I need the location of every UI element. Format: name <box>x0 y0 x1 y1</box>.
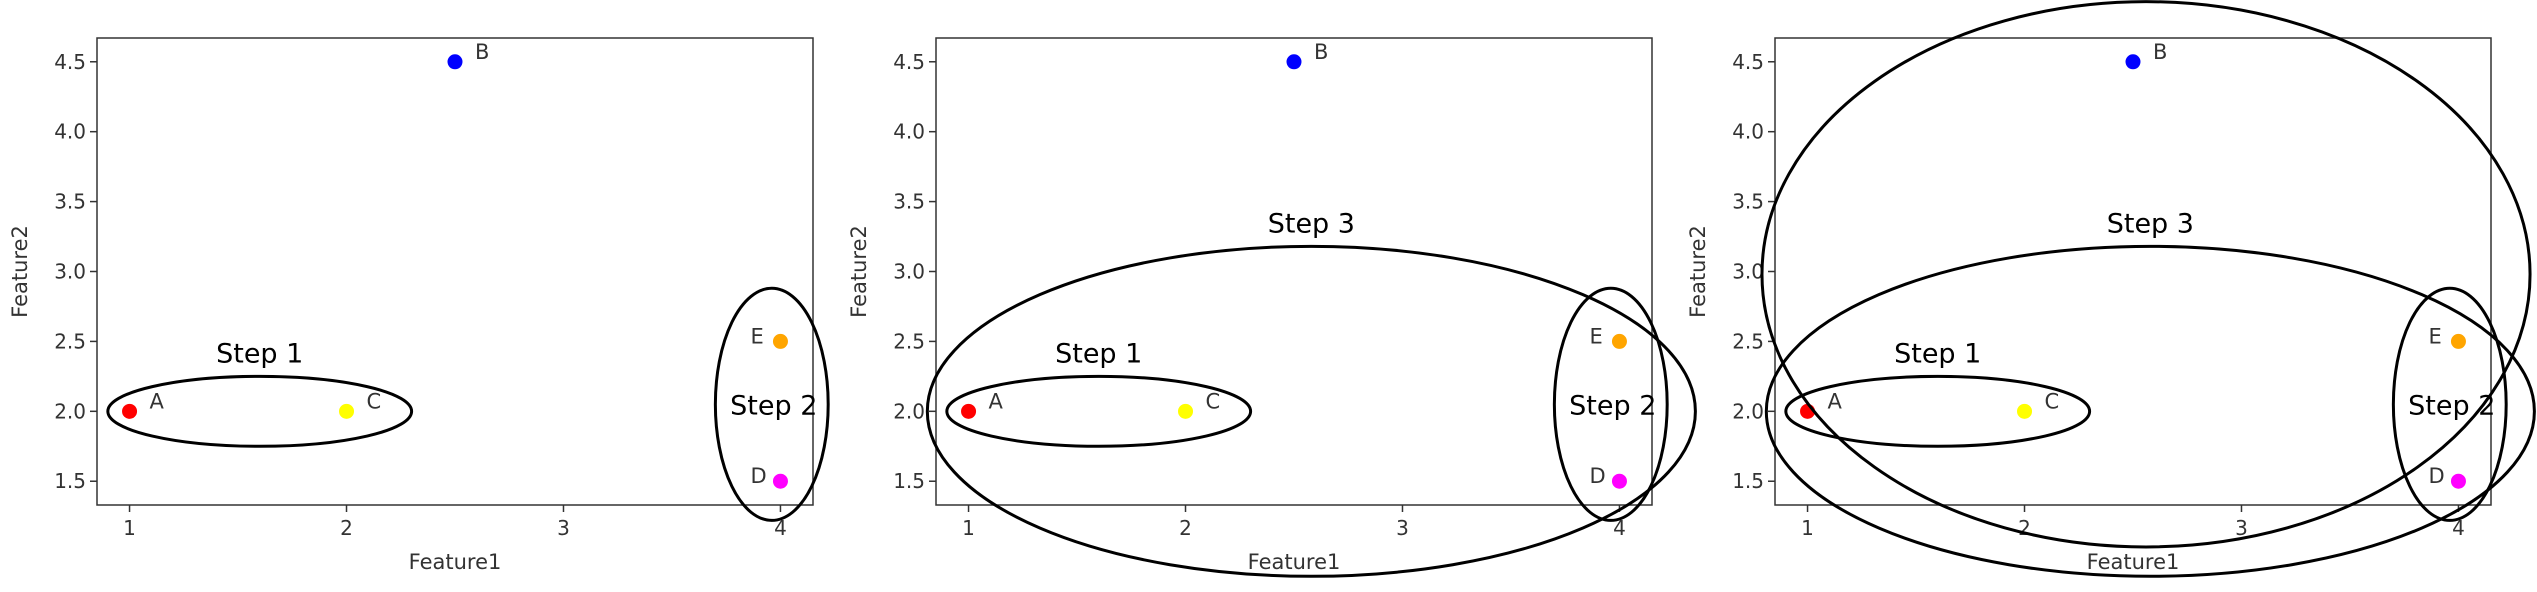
point-label-d: D <box>2428 464 2444 488</box>
y-axis-label: Feature2 <box>847 225 871 318</box>
y-axis-label: Feature2 <box>8 225 32 318</box>
cluster-ellipse-step-1 <box>945 374 1253 448</box>
y-tick-label: 2.5 <box>54 329 86 353</box>
y-tick-label: 4.0 <box>54 120 86 144</box>
x-axis-label: Feature1 <box>2087 550 2180 574</box>
point-a <box>122 403 138 419</box>
cluster-ellipse-step-2 <box>1552 286 1669 522</box>
point-b <box>447 54 463 70</box>
y-tick-label: 4.0 <box>1732 120 1764 144</box>
point-b <box>2125 54 2141 70</box>
point-a <box>961 403 977 419</box>
y-tick-label: 4.5 <box>1732 50 1764 74</box>
point-b <box>1286 54 1302 70</box>
y-tick-label: 2.5 <box>893 329 925 353</box>
y-tick-label: 4.5 <box>893 50 925 74</box>
cluster-ellipse-step-4 <box>1760 0 2532 549</box>
point-e <box>1611 333 1627 349</box>
x-tick-label: 2 <box>340 516 353 540</box>
point-label-a: A <box>1828 389 1843 413</box>
y-tick-label: 4.5 <box>54 50 86 74</box>
point-label-c: C <box>2045 389 2060 413</box>
y-tick-label: 3.0 <box>893 260 925 284</box>
point-c <box>2017 403 2033 419</box>
point-label-b: B <box>475 40 489 64</box>
y-tick-label: 1.5 <box>1732 469 1764 493</box>
y-tick-label: 3.5 <box>893 190 925 214</box>
y-tick-label: 4.0 <box>893 120 925 144</box>
point-d <box>2450 473 2466 489</box>
point-label-c: C <box>1206 389 1221 413</box>
x-tick-label: 3 <box>2235 516 2248 540</box>
cluster-label-step-1: Step 1 <box>1055 338 1142 369</box>
point-label-b: B <box>2153 40 2167 64</box>
y-tick-label: 2.5 <box>1732 329 1764 353</box>
y-tick-label: 2.0 <box>54 399 86 423</box>
x-tick-label: 1 <box>123 516 136 540</box>
point-c <box>1178 403 1194 419</box>
y-axis-label: Feature2 <box>1686 225 1710 318</box>
cluster-ellipse-step-2 <box>2391 286 2508 522</box>
y-tick-label: 1.5 <box>54 469 86 493</box>
point-label-c: C <box>367 389 382 413</box>
cluster-label-step-1: Step 1 <box>216 338 303 369</box>
axes-frame <box>1774 37 2492 506</box>
cluster-label-step-3: Step 3 <box>2107 208 2194 239</box>
cluster-label-step-2: Step 2 <box>1569 390 1656 421</box>
y-tick-label: 2.0 <box>893 399 925 423</box>
cluster-label-step-2: Step 2 <box>730 390 817 421</box>
point-label-a: A <box>989 389 1004 413</box>
axes-frame <box>935 37 1653 506</box>
x-tick-label: 4 <box>774 516 787 540</box>
point-label-a: A <box>150 389 165 413</box>
point-label-d: D <box>1589 464 1605 488</box>
cluster-label-step-1: Step 1 <box>1894 338 1981 369</box>
x-tick-label: 2 <box>1179 516 1192 540</box>
cluster-ellipse-step-3 <box>1764 244 2536 578</box>
x-tick-label: 3 <box>557 516 570 540</box>
point-label-e: E <box>2428 324 2441 348</box>
point-label-e: E <box>750 324 763 348</box>
x-axis-label: Feature1 <box>409 550 502 574</box>
point-e <box>772 333 788 349</box>
point-e <box>2450 333 2466 349</box>
y-tick-label: 3.5 <box>54 190 86 214</box>
cluster-ellipse-step-1 <box>106 374 414 448</box>
point-d <box>1611 473 1627 489</box>
y-tick-label: 2.0 <box>1732 399 1764 423</box>
cluster-ellipse-step-2 <box>713 286 830 522</box>
x-tick-label: 3 <box>1396 516 1409 540</box>
y-tick-label: 3.0 <box>54 260 86 284</box>
point-label-d: D <box>750 464 766 488</box>
y-tick-label: 3.5 <box>1732 190 1764 214</box>
point-c <box>339 403 355 419</box>
point-label-e: E <box>1589 324 1602 348</box>
cluster-ellipse-step-1 <box>1784 374 2092 448</box>
y-tick-label: 3.0 <box>1732 260 1764 284</box>
cluster-label-step-3: Step 3 <box>1268 208 1355 239</box>
x-axis-label: Feature1 <box>1248 550 1341 574</box>
cluster-ellipse-step-3 <box>925 244 1697 578</box>
x-tick-label: 1 <box>1801 516 1814 540</box>
x-tick-label: 1 <box>962 516 975 540</box>
x-tick-label: 4 <box>2452 516 2465 540</box>
x-tick-label: 2 <box>2018 516 2031 540</box>
y-tick-label: 1.5 <box>893 469 925 493</box>
point-label-b: B <box>1314 40 1328 64</box>
point-d <box>772 473 788 489</box>
axes-frame <box>96 37 814 506</box>
x-tick-label: 4 <box>1613 516 1626 540</box>
